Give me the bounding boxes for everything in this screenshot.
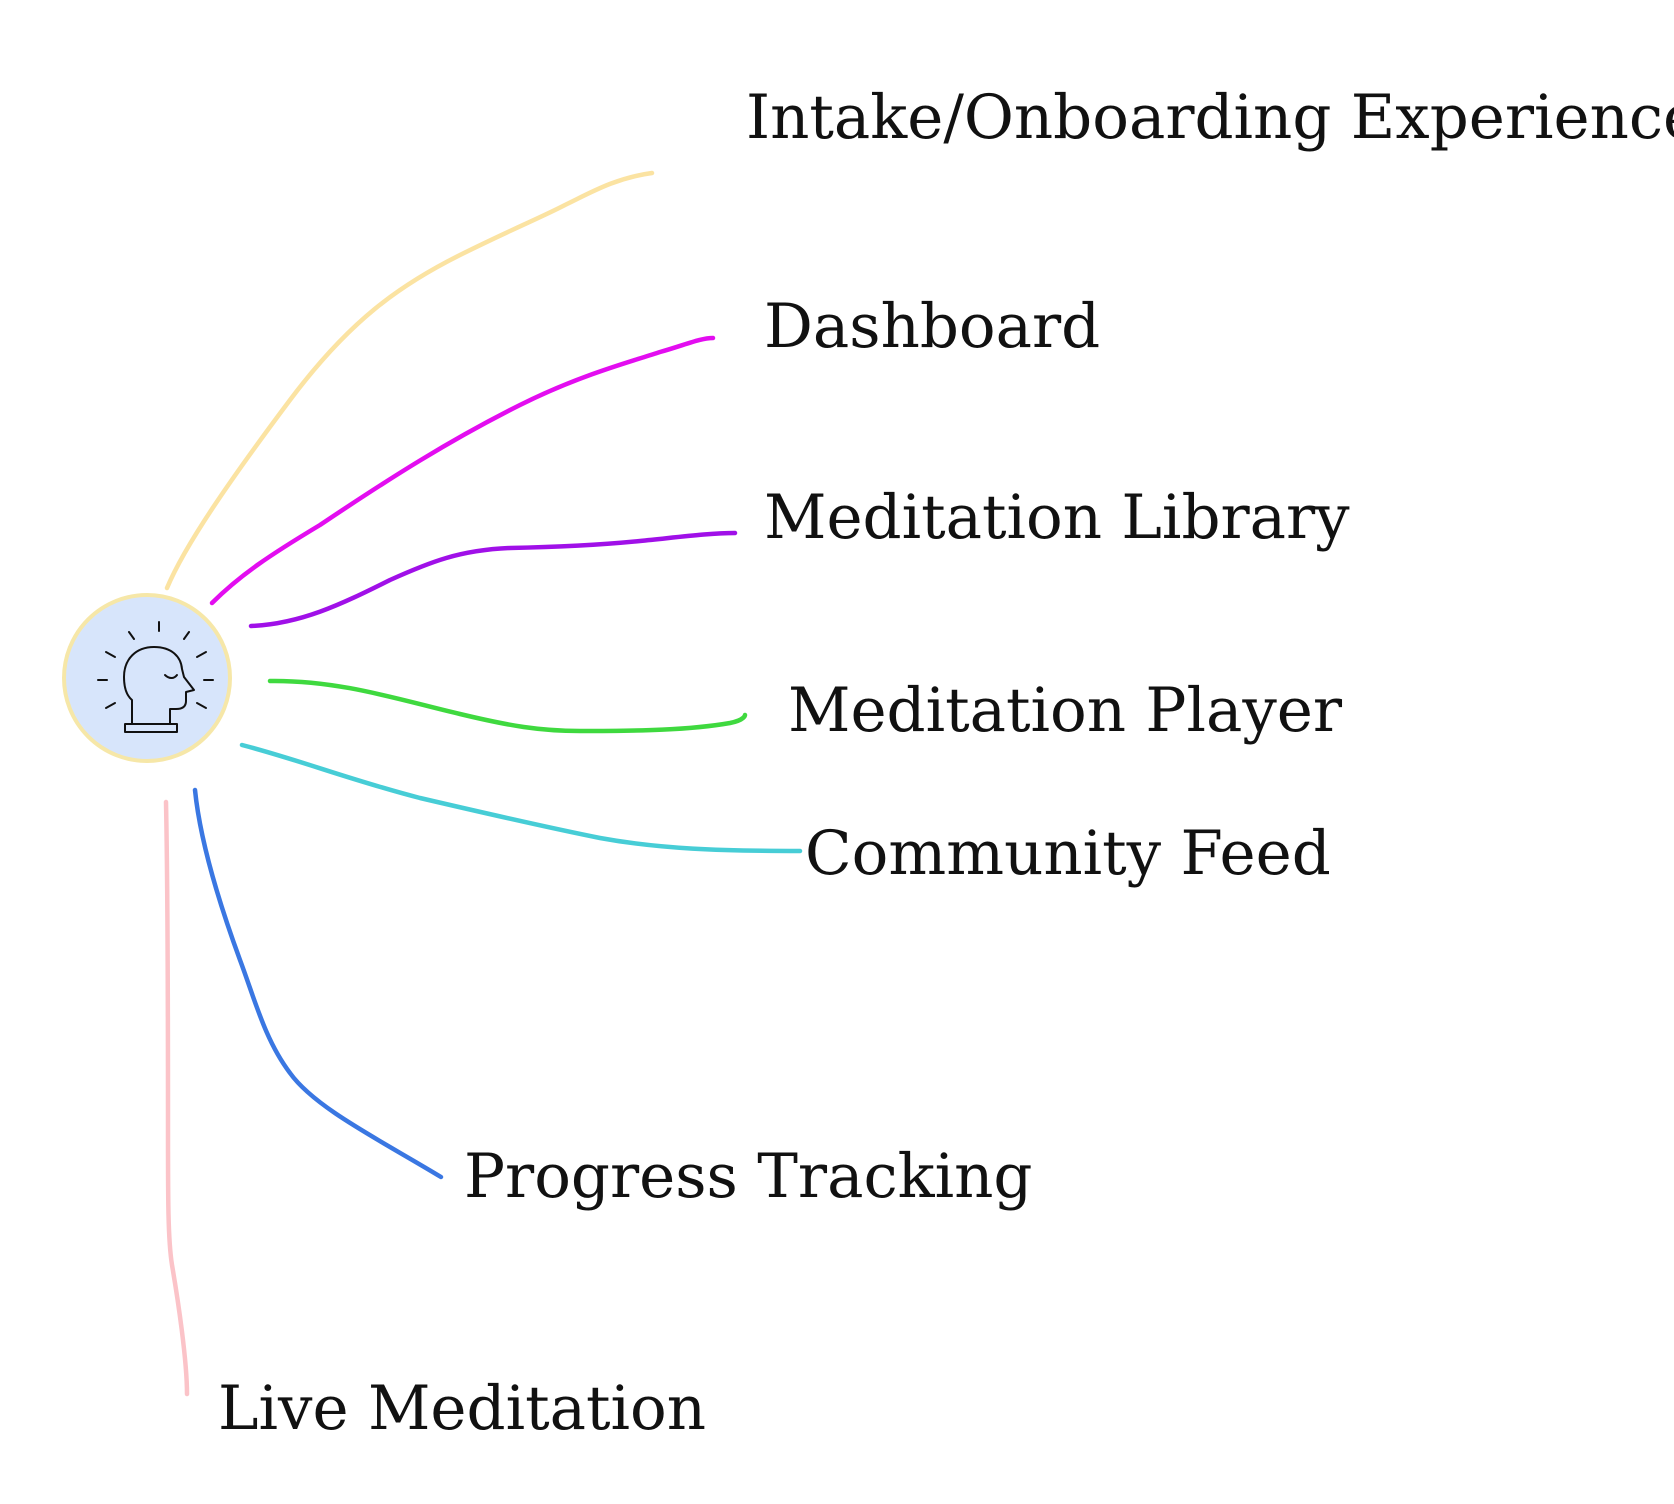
central-topic-node[interactable] bbox=[62, 593, 232, 763]
branch-label-library[interactable]: Meditation Library bbox=[764, 482, 1350, 553]
branch-label-player[interactable]: Meditation Player bbox=[788, 675, 1343, 746]
meditating-head-icon bbox=[97, 621, 214, 733]
branch-line-intake bbox=[164, 170, 655, 591]
branch-line-community bbox=[239, 742, 803, 854]
branch-label-progress[interactable]: Progress Tracking bbox=[464, 1141, 1033, 1212]
branch-label-intake[interactable]: Intake/Onboarding Experience bbox=[746, 82, 1674, 153]
branch-line-dashboard bbox=[209, 335, 716, 606]
branch-line-player bbox=[267, 678, 748, 734]
branch-label-dashboard[interactable]: Dashboard bbox=[764, 291, 1101, 362]
branch-line-live bbox=[163, 799, 190, 1397]
branch-label-community[interactable]: Community Feed bbox=[805, 818, 1331, 889]
branch-line-library bbox=[248, 530, 738, 629]
branch-line-progress bbox=[192, 787, 444, 1180]
branch-label-live[interactable]: Live Meditation bbox=[218, 1373, 706, 1444]
